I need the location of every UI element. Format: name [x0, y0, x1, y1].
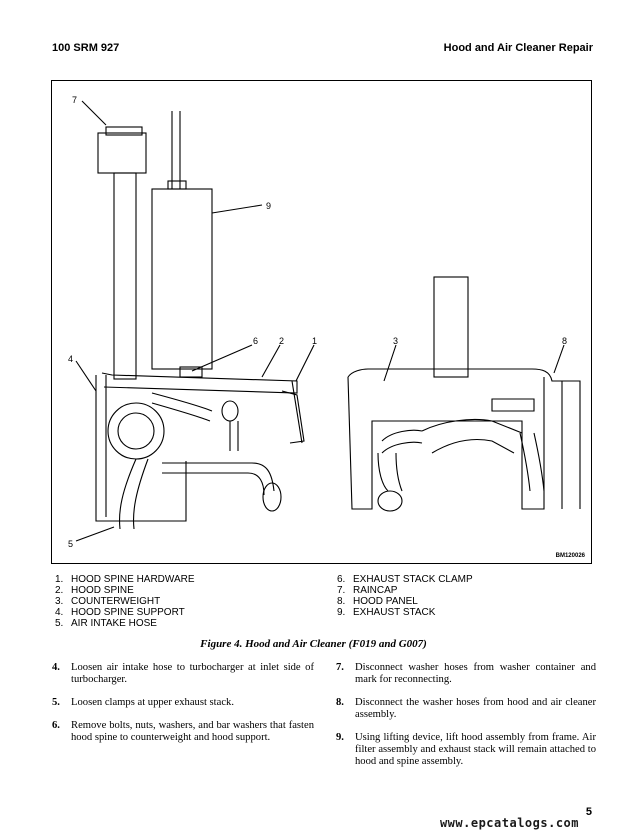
stack-base [179, 366, 203, 378]
raincap-top [105, 126, 143, 136]
hose-bend-clamp [221, 400, 239, 422]
hose-end-lower [262, 482, 282, 512]
hose-upper [151, 392, 213, 412]
exhaust-stack-shape [151, 188, 213, 370]
hood-frame-left [95, 375, 187, 522]
legend-left-column: 1.HOOD SPINE HARDWARE 2.HOOD SPINE 3.COU… [55, 574, 195, 629]
leader-1 [295, 344, 315, 382]
callout-3: 3 [393, 336, 398, 346]
right-hose-c [377, 452, 389, 492]
legend-item: 7.RAINCAP [337, 585, 398, 596]
hood-spine-support-line [291, 380, 303, 444]
watermark-url: www.epcatalogs.com [439, 816, 579, 830]
leader-2 [261, 344, 281, 378]
hose-upper-b [151, 402, 211, 422]
leader-4 [75, 360, 97, 392]
callout-6: 6 [253, 336, 258, 346]
hood-panel-shape [347, 368, 581, 509]
callout-1: 1 [312, 336, 317, 346]
legend-item: 5.AIR INTAKE HOSE [55, 618, 157, 629]
callout-4: 4 [68, 354, 73, 364]
procedure-step: 9.Using lifting device, lift hood assemb… [336, 732, 596, 767]
figure-caption: Figure 4. Hood and Air Cleaner (F019 and… [200, 638, 427, 650]
exhaust-stack-clamp-shape [167, 180, 187, 190]
procedure-step: 7.Disconnect washer hoses from washer co… [336, 662, 596, 685]
header-doc-number: 100 SRM 927 [52, 42, 120, 54]
right-clamp-block [491, 398, 535, 412]
right-exhaust-stack [433, 276, 469, 378]
legend-right-column: 6.EXHAUST STACK CLAMP 7.RAINCAP 8.HOOD P… [337, 574, 473, 618]
air-intake-hose-shape [119, 458, 137, 530]
page-number: 5 [585, 806, 592, 818]
legend-item: 2.HOOD SPINE [55, 585, 134, 596]
leader-6 [191, 344, 253, 372]
hood-air-cleaner-drawing: 7 9 6 2 1 4 3 8 5 [68, 95, 581, 549]
hood-spine-end [281, 390, 305, 444]
air-intake-hose-shape-b [133, 458, 149, 530]
raincap-shape [97, 132, 147, 174]
right-hose-b-b [431, 438, 515, 454]
legend-item: 1.HOOD SPINE HARDWARE [55, 574, 195, 585]
leader-9 [211, 204, 263, 214]
header-section-title: Hood and Air Cleaner Repair [443, 42, 593, 54]
legend-item: 6.EXHAUST STACK CLAMP [337, 574, 473, 585]
procedure-step: 6.Remove bolts, nuts, washers, and bar w… [52, 720, 314, 743]
callout-9: 9 [266, 201, 271, 211]
leader-8 [553, 344, 565, 374]
callout-7: 7 [72, 95, 77, 105]
legend-item: 9.EXHAUST STACK [337, 607, 436, 618]
procedure-step: 5.Loosen clamps at upper exhaust stack. [52, 697, 234, 708]
right-hose-a [381, 429, 423, 442]
callout-8: 8 [562, 336, 567, 346]
figure-illustration: 7 9 6 2 1 4 3 8 5 BM120026 [51, 80, 592, 564]
figure-code: BM120026 [555, 553, 585, 559]
procedure-step: 4.Loosen air intake hose to turbocharger… [52, 662, 314, 685]
legend-item: 8.HOOD PANEL [337, 596, 418, 607]
leader-3 [383, 344, 397, 382]
right-hose-d-b [533, 432, 545, 492]
callout-2: 2 [279, 336, 284, 346]
air-cleaner-inner [117, 412, 155, 450]
right-hose-b [421, 418, 523, 434]
right-hose-d [519, 432, 531, 492]
procedure-step: 8.Disconnect the washer hoses from hood … [336, 697, 596, 720]
callout-5: 5 [68, 539, 73, 549]
steps-left-column: 4.Loosen air intake hose to turbocharger… [52, 662, 314, 755]
leader-7 [81, 100, 107, 126]
hose-lower [162, 462, 275, 492]
hose-lower-b [162, 472, 265, 496]
right-hose-end [377, 490, 403, 512]
air-cleaner-tube [113, 172, 137, 380]
steps-right-column: 7.Disconnect washer hoses from washer co… [336, 662, 596, 779]
leader-5 [75, 526, 115, 542]
counterweight-outline [347, 376, 545, 510]
hood-spine-shape [101, 372, 298, 394]
air-cleaner-body [107, 402, 165, 460]
legend-item: 4.HOOD SPINE SUPPORT [55, 607, 185, 618]
legend-item: 3.COUNTERWEIGHT [55, 596, 161, 607]
right-hose-c-b [395, 452, 403, 492]
right-hose-a-b [381, 441, 423, 454]
